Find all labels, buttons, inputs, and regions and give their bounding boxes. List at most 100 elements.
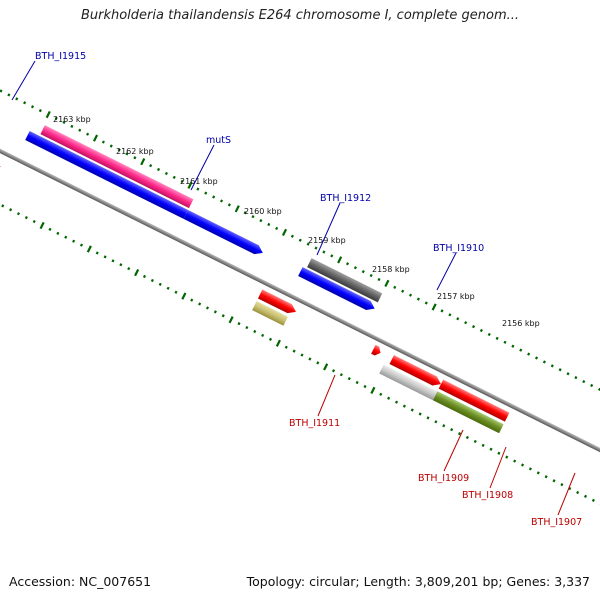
outer-ruler-minor-tick	[574, 376, 577, 379]
inner-ruler-minor-tick	[450, 428, 453, 431]
inner-ruler-minor-tick	[426, 416, 429, 419]
inner-ruler-minor-tick	[143, 275, 146, 278]
ruler-tick-label: 2158 kbp	[372, 265, 410, 274]
gene-bar-mutS[interactable]	[40, 125, 193, 208]
outer-ruler-minor-tick	[559, 368, 562, 371]
outer-ruler-minor-tick	[23, 101, 26, 104]
outer-ruler-minor-tick	[425, 301, 428, 304]
inner-ruler-minor-tick	[497, 452, 500, 455]
outer-ruler-minor-tick	[488, 333, 491, 336]
outer-ruler-minor-tick	[519, 349, 522, 352]
ruler-tick-label: 2161 kbp	[180, 177, 218, 186]
gene-leader-line	[444, 430, 463, 471]
outer-ruler-minor-tick	[496, 337, 499, 340]
inner-ruler-minor-tick	[592, 499, 595, 502]
gene-label-mutS[interactable]: mutS	[206, 135, 231, 146]
inner-ruler-minor-tick	[17, 212, 20, 215]
outer-ruler-minor-tick	[196, 188, 199, 191]
inner-ruler-major-tick	[323, 363, 328, 370]
inner-ruler-minor-tick	[419, 412, 422, 415]
gene-label-BTH_I1911[interactable]: BTH_I1911	[289, 418, 340, 429]
inner-ruler-minor-tick	[466, 436, 469, 439]
inner-ruler-minor-tick	[111, 259, 114, 262]
inner-ruler-minor-tick	[261, 334, 264, 337]
gene-leader-line	[318, 375, 335, 416]
gene-label-BTH_I1907[interactable]: BTH_I1907	[531, 517, 582, 528]
outer-ruler-minor-tick	[480, 329, 483, 332]
outer-ruler-major-tick	[46, 111, 51, 118]
inner-ruler-minor-tick	[190, 298, 193, 301]
inner-ruler-minor-tick	[363, 385, 366, 388]
outer-ruler-minor-tick	[228, 203, 231, 206]
inner-ruler-major-tick	[181, 293, 186, 300]
inner-ruler-minor-tick	[442, 424, 445, 427]
inner-ruler-minor-tick	[403, 404, 406, 407]
outer-ruler-minor-tick	[330, 254, 333, 257]
inner-ruler-minor-tick	[379, 393, 382, 396]
outer-ruler-minor-tick	[543, 360, 546, 363]
ruler-tick-label: 2156 kbp	[502, 319, 540, 328]
outer-ruler-minor-tick	[551, 364, 554, 367]
outer-ruler-minor-tick	[39, 109, 42, 112]
ruler-tick-label: 2160 kbp	[244, 207, 282, 216]
gene-bar-red-left[interactable]	[0, 124, 3, 172]
outer-ruler-minor-tick	[15, 97, 18, 100]
inner-ruler-major-tick	[40, 222, 45, 229]
inner-ruler-minor-tick	[206, 306, 209, 309]
outer-ruler-minor-tick	[527, 352, 530, 355]
gene-label-BTH_I1910[interactable]: BTH_I1910	[433, 243, 484, 254]
gene-label-BTH_I1912[interactable]: BTH_I1912	[320, 193, 371, 204]
outer-ruler-minor-tick	[86, 133, 89, 136]
gene-leader-line	[317, 203, 340, 255]
inner-ruler-minor-tick	[25, 216, 28, 219]
ruler-tick-label: 2157 kbp	[437, 292, 475, 301]
gene-leader-line	[12, 61, 35, 100]
outer-ruler-minor-tick	[464, 321, 467, 324]
inner-ruler-minor-tick	[1, 204, 4, 207]
inner-ruler-minor-tick	[214, 310, 217, 313]
genome-summary-text: Topology: circular; Length: 3,809,201 bp…	[247, 574, 590, 589]
outer-ruler-minor-tick	[409, 294, 412, 297]
outer-ruler-minor-tick	[377, 278, 380, 281]
gene-bar-BTH_I1909[interactable]	[371, 345, 383, 358]
inner-ruler-minor-tick	[198, 302, 201, 305]
outer-ruler-major-tick	[337, 256, 342, 263]
outer-ruler-minor-tick	[291, 235, 294, 238]
inner-ruler-minor-tick	[127, 267, 130, 270]
outer-ruler-minor-tick	[267, 223, 270, 226]
inner-ruler-minor-tick	[340, 373, 343, 376]
inner-ruler-minor-tick	[387, 397, 390, 400]
inner-ruler-minor-tick	[529, 467, 532, 470]
inner-ruler-minor-tick	[104, 255, 107, 258]
inner-ruler-minor-tick	[348, 377, 351, 380]
inner-ruler-minor-tick	[521, 463, 524, 466]
outer-ruler-minor-tick	[370, 274, 373, 277]
inner-ruler-minor-tick	[245, 326, 248, 329]
outer-ruler-minor-tick	[275, 227, 278, 230]
inner-ruler-minor-tick	[482, 444, 485, 447]
outer-ruler-minor-tick	[393, 286, 396, 289]
outer-ruler-minor-tick	[582, 380, 585, 383]
inner-ruler-minor-tick	[151, 279, 154, 282]
outer-ruler-minor-tick	[78, 129, 81, 132]
inner-ruler-minor-tick	[293, 350, 296, 353]
outer-ruler-major-tick	[140, 158, 145, 165]
accession-text: Accession: NC_007651	[9, 574, 151, 589]
gene-label-BTH_I1909[interactable]: BTH_I1909	[418, 473, 469, 484]
ruler-tick-label: 2162 kbp	[116, 147, 154, 156]
outer-ruler-minor-tick	[440, 309, 443, 312]
inner-ruler-minor-tick	[48, 228, 51, 231]
inner-ruler-major-tick	[87, 245, 92, 252]
outer-ruler-minor-tick	[149, 164, 152, 167]
outer-ruler-minor-tick	[165, 172, 168, 175]
outer-ruler-minor-tick	[204, 191, 207, 194]
inner-ruler-major-tick	[276, 340, 281, 347]
inner-ruler-major-tick	[229, 316, 234, 323]
gene-label-BTH_I1915[interactable]: BTH_I1915	[35, 51, 86, 62]
inner-ruler-minor-tick	[545, 475, 548, 478]
gene-label-BTH_I1908[interactable]: BTH_I1908	[462, 490, 513, 501]
outer-ruler-minor-tick	[354, 266, 357, 269]
inner-ruler-minor-tick	[584, 495, 587, 498]
